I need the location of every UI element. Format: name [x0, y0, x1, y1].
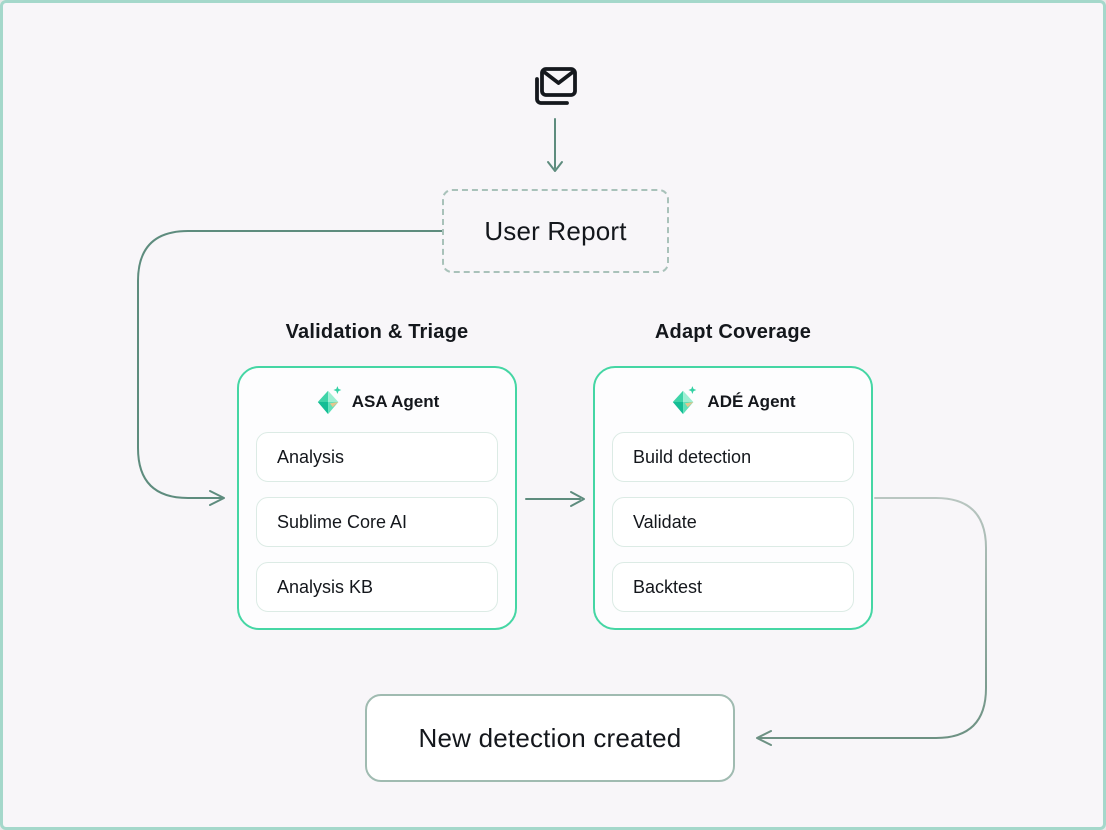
asa-item-analysis-kb: Analysis KB: [256, 562, 498, 612]
result-label: New detection created: [418, 722, 682, 753]
asa-item-sublime-core-ai: Sublime Core AI: [256, 497, 498, 547]
ade-agent-label: ADÉ Agent: [707, 392, 796, 411]
ade-item-build-detection: Build detection: [612, 432, 854, 482]
user-report-label: User Report: [484, 215, 627, 246]
ade-item-backtest: Backtest: [612, 562, 854, 612]
asa-agent-header: ASA Agent: [256, 384, 498, 420]
heading-validation-triage: Validation & Triage: [285, 321, 469, 343]
gem-sparkle-icon: [673, 386, 697, 415]
heading-adapt-coverage: Adapt Coverage: [654, 321, 812, 343]
ade-item-validate: Validate: [612, 497, 854, 547]
arrow-asa-to-ade: [525, 491, 585, 507]
asa-agent-items: Analysis Sublime Core AI Analysis KB: [256, 432, 498, 612]
asa-agent-card: ASA Agent Analysis Sublime Core AI Analy…: [237, 366, 517, 630]
result-node: New detection created: [365, 694, 735, 782]
asa-item-analysis: Analysis: [256, 432, 498, 482]
ade-agent-items: Build detection Validate Backtest: [612, 432, 854, 612]
user-report-node: User Report: [442, 189, 669, 273]
arrow-envelope-to-user-report: [547, 118, 563, 172]
ade-agent-card: ADÉ Agent Build detection Validate Backt…: [593, 366, 873, 630]
gem-sparkle-icon: [317, 386, 342, 415]
asa-agent-label: ASA Agent: [351, 392, 440, 411]
ade-agent-header: ADÉ Agent: [612, 384, 854, 420]
stacked-envelopes-icon: [535, 67, 577, 105]
